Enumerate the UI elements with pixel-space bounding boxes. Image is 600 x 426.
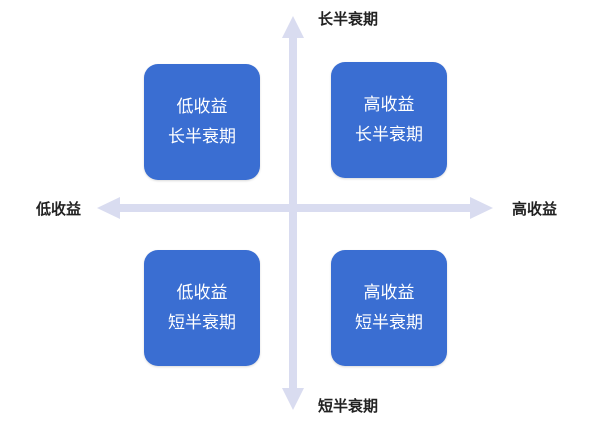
quadrant-bottom-left: 低收益 短半衰期 [144, 250, 260, 366]
axis-label-left: 低收益 [36, 200, 82, 218]
arrow-up-icon [282, 16, 304, 38]
quadrant-top-left: 低收益 长半衰期 [144, 64, 260, 180]
quadrant-bottom-right: 高收益 短半衰期 [331, 250, 447, 366]
arrow-right-icon [470, 197, 493, 219]
arrow-left-icon [97, 197, 120, 219]
quadrant-line1: 低收益 [176, 97, 228, 117]
quadrant-line2: 短半衰期 [355, 313, 423, 333]
quadrant-line1: 高收益 [363, 95, 415, 115]
quadrant-line2: 短半衰期 [168, 313, 236, 333]
axis-label-bottom: 短半衰期 [318, 397, 379, 415]
quadrant-line1: 低收益 [176, 283, 228, 303]
axis-label-right: 高收益 [512, 200, 558, 218]
quadrant-line1: 高收益 [363, 283, 415, 303]
axis-label-top: 长半衰期 [318, 10, 379, 28]
quadrant-line2: 长半衰期 [355, 125, 423, 145]
quadrant-line2: 长半衰期 [168, 127, 236, 147]
quadrant-top-right: 高收益 长半衰期 [331, 62, 447, 178]
arrow-down-icon [282, 388, 304, 410]
